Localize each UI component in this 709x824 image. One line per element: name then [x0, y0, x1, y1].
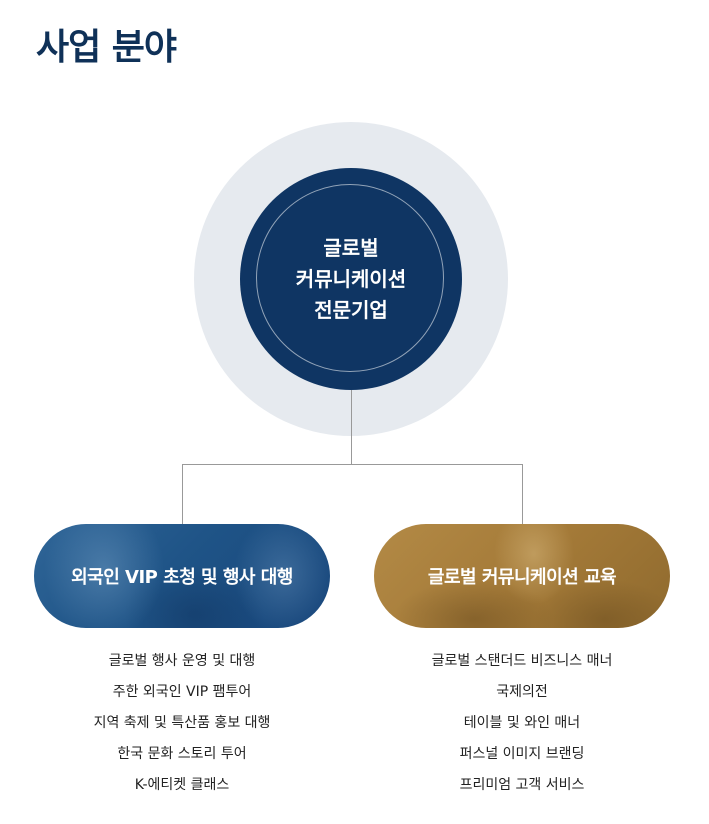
- center-line-1: 글로벌: [323, 235, 379, 260]
- list-item: 한국 문화 스토리 투어: [117, 746, 247, 762]
- communication-education-list: 글로벌 스탠더드 비즈니스 매너 국제의전 테이블 및 와인 매너 퍼스널 이미…: [360, 650, 684, 805]
- branch-vip-events: 외국인 VIP 초청 및 행사 대행: [34, 524, 330, 628]
- list-item: 지역 축제 및 특산품 홍보 대행: [93, 715, 271, 731]
- branch-communication-education: 글로벌 커뮤니케이션 교육: [374, 524, 670, 628]
- list-item: 글로벌 스탠더드 비즈니스 매너: [431, 653, 613, 669]
- list-item: 주한 외국인 VIP 팸투어: [112, 684, 252, 700]
- page-title: 사업 분야: [36, 27, 177, 68]
- center-line-2: 커뮤니케이션: [295, 266, 407, 291]
- list-item: 국제의전: [496, 684, 548, 700]
- branch-vip-events-label: 외국인 VIP 초청 및 행사 대행: [71, 567, 293, 588]
- list-item: 테이블 및 와인 매너: [463, 715, 581, 731]
- center-line-3: 전문기업: [314, 297, 388, 322]
- list-item: K-에티켓 클래스: [134, 777, 230, 793]
- branch-communication-education-label: 글로벌 커뮤니케이션 교육: [427, 567, 617, 588]
- list-item: 퍼스널 이미지 브랜딩: [459, 746, 585, 762]
- center-label: 글로벌 커뮤니케이션 전문기업: [240, 168, 462, 390]
- list-item: 글로벌 행사 운영 및 대행: [108, 653, 256, 669]
- list-item: 프리미엄 고객 서비스: [459, 777, 585, 793]
- center-inner-ring: [256, 184, 444, 372]
- vip-events-list: 글로벌 행사 운영 및 대행 주한 외국인 VIP 팸투어 지역 축제 및 특산…: [34, 650, 330, 805]
